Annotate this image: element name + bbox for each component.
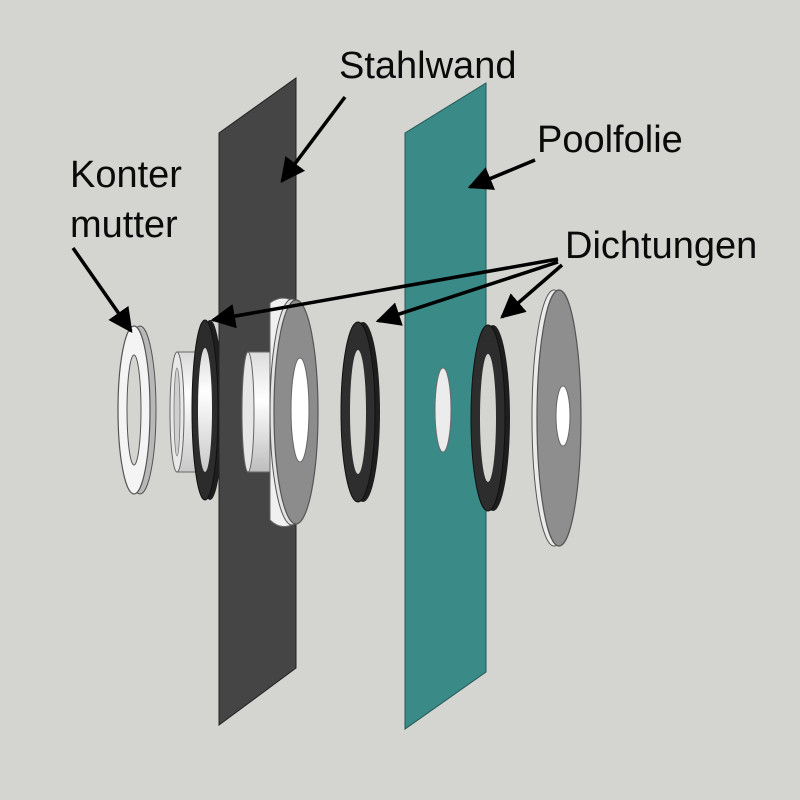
liner-hole bbox=[434, 367, 452, 453]
gasket-middle bbox=[340, 321, 380, 503]
arrow-stahlwand bbox=[280, 95, 347, 183]
label-dichtungen: Dichtungen bbox=[565, 225, 757, 267]
arrow-poolfolie bbox=[467, 158, 536, 190]
label-kontermutter-line1: Konter bbox=[70, 154, 182, 196]
flange bbox=[241, 297, 319, 528]
arrow-kontermutter bbox=[71, 246, 133, 334]
counter-nut bbox=[117, 325, 157, 495]
gasket-steel-wall bbox=[191, 319, 223, 501]
label-stahlwand: Stahlwand bbox=[339, 45, 516, 87]
arrows-dichtungen bbox=[210, 257, 564, 329]
label-poolfolie: Poolfolie bbox=[537, 119, 683, 161]
gasket-liner bbox=[470, 324, 510, 512]
front-flange-ring bbox=[531, 289, 582, 547]
label-kontermutter-line2: mutter bbox=[70, 204, 178, 246]
